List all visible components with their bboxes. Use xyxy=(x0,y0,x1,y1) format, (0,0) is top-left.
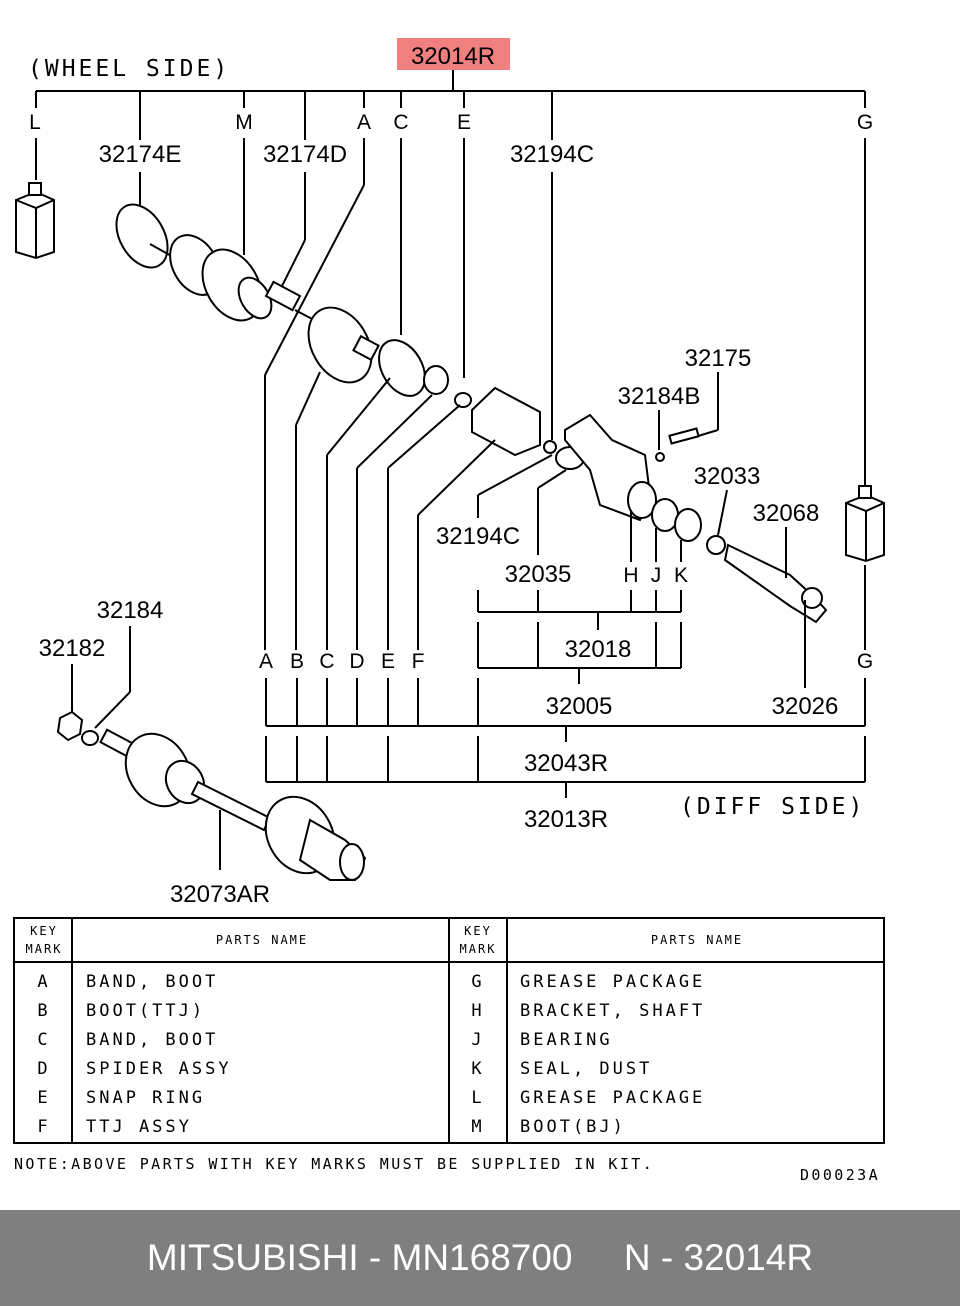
table-row-key: B xyxy=(37,1001,50,1021)
key-mark-h: H xyxy=(623,564,638,587)
part-number-32043r[interactable]: 32043R xyxy=(524,750,608,777)
key-mark-a-top: A xyxy=(357,111,371,134)
table-row-name: BEARING xyxy=(520,1030,613,1050)
part-number-32033[interactable]: 32033 xyxy=(694,463,761,490)
key-mark-m-top: M xyxy=(235,111,253,134)
key-mark-c-top: C xyxy=(393,111,408,134)
part-number-32005[interactable]: 32005 xyxy=(546,693,613,720)
part-number-32194c-mid[interactable]: 32194C xyxy=(436,523,520,550)
main-part-highlight xyxy=(397,38,510,70)
table-header-key-left-2: MARK xyxy=(26,942,63,956)
drive-shaft-assembly-icon xyxy=(115,203,828,624)
table-row-key: A xyxy=(37,972,50,992)
drive-shaft-32073ar-icon xyxy=(56,710,367,881)
key-mark-d-bottom: D xyxy=(349,650,364,673)
table-row-name: GREASE PACKAGE xyxy=(520,1088,705,1108)
part-number-32174e[interactable]: 32174E xyxy=(99,141,182,168)
table-header-key-right-1: KEY xyxy=(464,924,492,938)
table-row-name: SPIDER ASSY xyxy=(86,1059,232,1079)
table-row-name: BAND, BOOT xyxy=(86,1030,218,1050)
key-mark-j: J xyxy=(651,564,662,587)
parts-diagram: 32014R (WHEEL SIDE) L M A C E G 32174E 3… xyxy=(13,38,885,1184)
key-mark-l-top: L xyxy=(29,111,41,134)
part-number-32184[interactable]: 32184 xyxy=(97,597,164,624)
table-row-key: K xyxy=(471,1059,484,1079)
part-number-32018[interactable]: 32018 xyxy=(565,636,632,663)
table-row-name: BAND, BOOT xyxy=(86,972,218,992)
table-row-key: D xyxy=(37,1059,50,1079)
table-header-name-left: PARTS NAME xyxy=(216,933,308,947)
part-number-32035[interactable]: 32035 xyxy=(505,561,572,588)
key-mark-b-bottom: B xyxy=(290,650,304,673)
table-row-key: F xyxy=(37,1117,50,1137)
footer-part-info: MITSUBISHI - MN168700 N - 32014R xyxy=(146,1237,814,1278)
part-number-32182[interactable]: 32182 xyxy=(39,635,106,662)
table-row-key: C xyxy=(37,1030,50,1050)
grease-package-l-icon xyxy=(15,182,55,260)
kit-note: NOTE:ABOVE PARTS WITH KEY MARKS MUST BE … xyxy=(14,1155,654,1173)
part-number-32068[interactable]: 32068 xyxy=(753,500,820,527)
part-number-32073ar[interactable]: 32073AR xyxy=(170,881,270,908)
grease-package-g-icon xyxy=(845,485,885,563)
table-row-key: M xyxy=(471,1117,484,1137)
key-mark-g-top: G xyxy=(857,111,873,134)
part-number-32026[interactable]: 32026 xyxy=(772,693,839,720)
table-row-key: E xyxy=(37,1088,50,1108)
table-row-key: J xyxy=(471,1030,484,1050)
table-row-key: H xyxy=(471,1001,484,1021)
table-row-name: GREASE PACKAGE xyxy=(520,972,705,992)
key-mark-a-bottom: A xyxy=(259,650,273,673)
table-header-key-right-2: MARK xyxy=(460,942,497,956)
table-header-key-left-1: KEY xyxy=(30,924,58,938)
key-mark-f-bottom: F xyxy=(412,650,425,673)
key-mark-c-bottom: C xyxy=(319,650,334,673)
wheel-side-label: (WHEEL SIDE) xyxy=(28,56,230,82)
part-number-32184b[interactable]: 32184B xyxy=(618,383,701,410)
main-part-number[interactable]: 32014R xyxy=(411,43,495,70)
part-number-32013r[interactable]: 32013R xyxy=(524,806,608,833)
key-mark-k: K xyxy=(674,564,688,587)
diff-side-label: (DIFF SIDE) xyxy=(680,794,865,820)
table-row-name: SNAP RING xyxy=(86,1088,205,1108)
key-mark-g-bottom: G xyxy=(857,650,873,673)
table-row-key: G xyxy=(471,972,484,992)
part-number-32174d[interactable]: 32174D xyxy=(263,141,347,168)
table-row-name: BRACKET, SHAFT xyxy=(520,1001,705,1021)
part-number-32194c-top[interactable]: 32194C xyxy=(510,141,594,168)
table-row-name: SEAL, DUST xyxy=(520,1059,652,1079)
part-number-32175[interactable]: 32175 xyxy=(685,345,752,372)
key-mark-e-bottom: E xyxy=(381,650,395,673)
table-row-key: L xyxy=(471,1088,484,1108)
table-header-name-right: PARTS NAME xyxy=(651,933,743,947)
table-row-name: BOOT(BJ) xyxy=(520,1117,626,1137)
table-row-name: TTJ ASSY xyxy=(86,1117,192,1137)
diagram-code: D00023A xyxy=(800,1166,880,1184)
key-mark-e-top: E xyxy=(457,111,471,134)
footer-bar: MITSUBISHI - MN168700 N - 32014R xyxy=(0,1210,960,1306)
parts-table xyxy=(13,917,885,1144)
table-row-name: BOOT(TTJ) xyxy=(86,1001,205,1021)
